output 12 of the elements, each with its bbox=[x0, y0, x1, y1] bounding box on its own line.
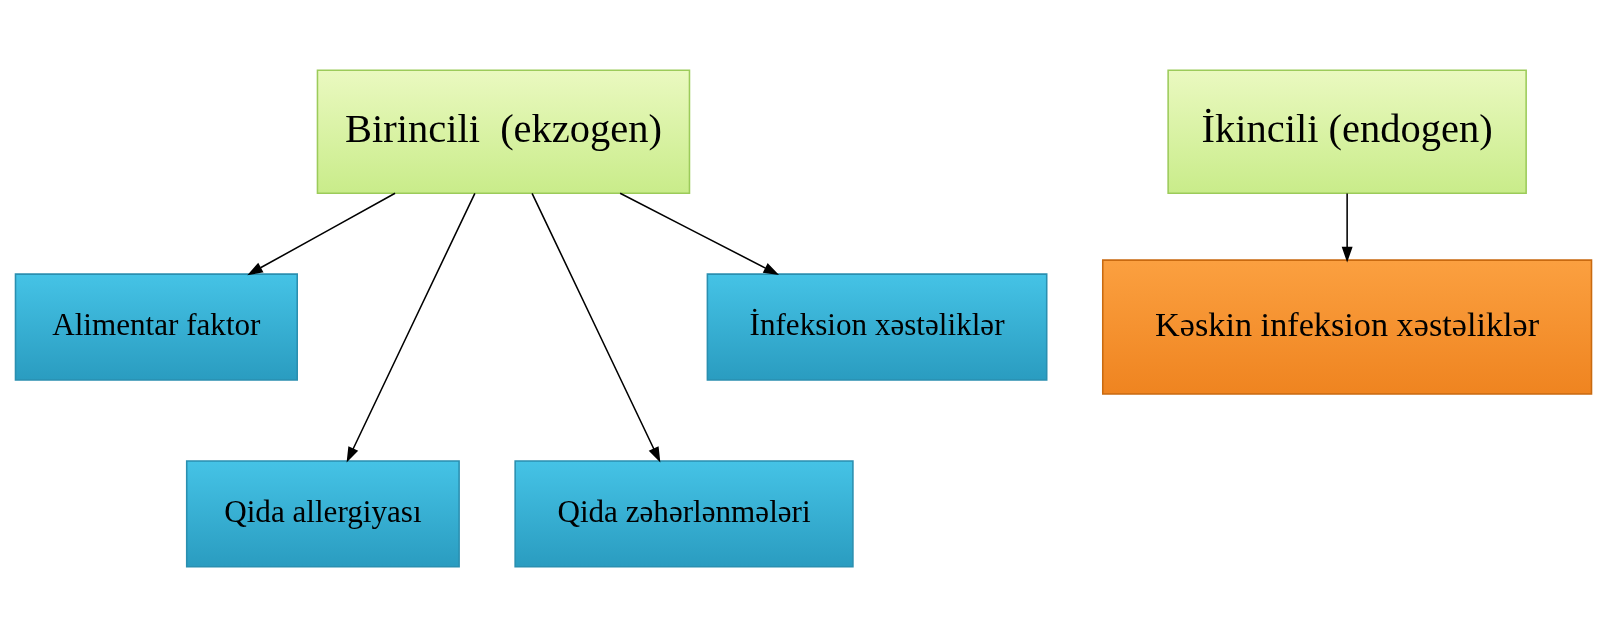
node-box: Qida zəhərlənmələri bbox=[514, 459, 854, 568]
node-box: Kəskin infeksion xəstəliklər bbox=[1101, 258, 1593, 395]
arrow bbox=[1341, 192, 1353, 262]
arrow bbox=[531, 192, 661, 463]
arrow bbox=[619, 192, 780, 275]
arrow bbox=[247, 192, 396, 275]
node-box: Birincili (ekzogen) bbox=[316, 68, 691, 194]
node-box: Qida allergiyası bbox=[185, 459, 460, 568]
node-box: İkincili (endogen) bbox=[1167, 68, 1527, 194]
arrow bbox=[346, 192, 476, 463]
node-box: Alimentar faktor bbox=[14, 272, 298, 381]
node-box: İnfeksion xəstəliklər bbox=[706, 272, 1048, 381]
